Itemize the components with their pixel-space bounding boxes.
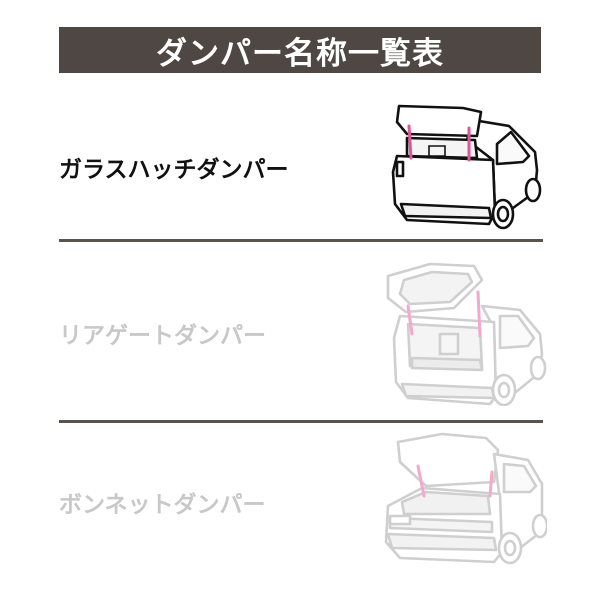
divider: [59, 239, 543, 242]
row-label-rear-gate-damper[interactable]: リアゲートダンパー: [59, 323, 266, 349]
car-bonnet-icon: [384, 432, 547, 565]
page-title: ダンパー名称一覧表: [156, 35, 444, 72]
car-glass-hatch-icon: [391, 104, 542, 230]
row-label-bonnet-damper[interactable]: ボンネットダンパー: [59, 492, 266, 518]
row-label-glass-hatch-damper[interactable]: ガラスハッチダンパー: [59, 157, 289, 183]
divider: [59, 420, 543, 423]
title-banner: ダンパー名称一覧表: [59, 27, 541, 73]
car-rear-gate-icon: [386, 262, 547, 406]
